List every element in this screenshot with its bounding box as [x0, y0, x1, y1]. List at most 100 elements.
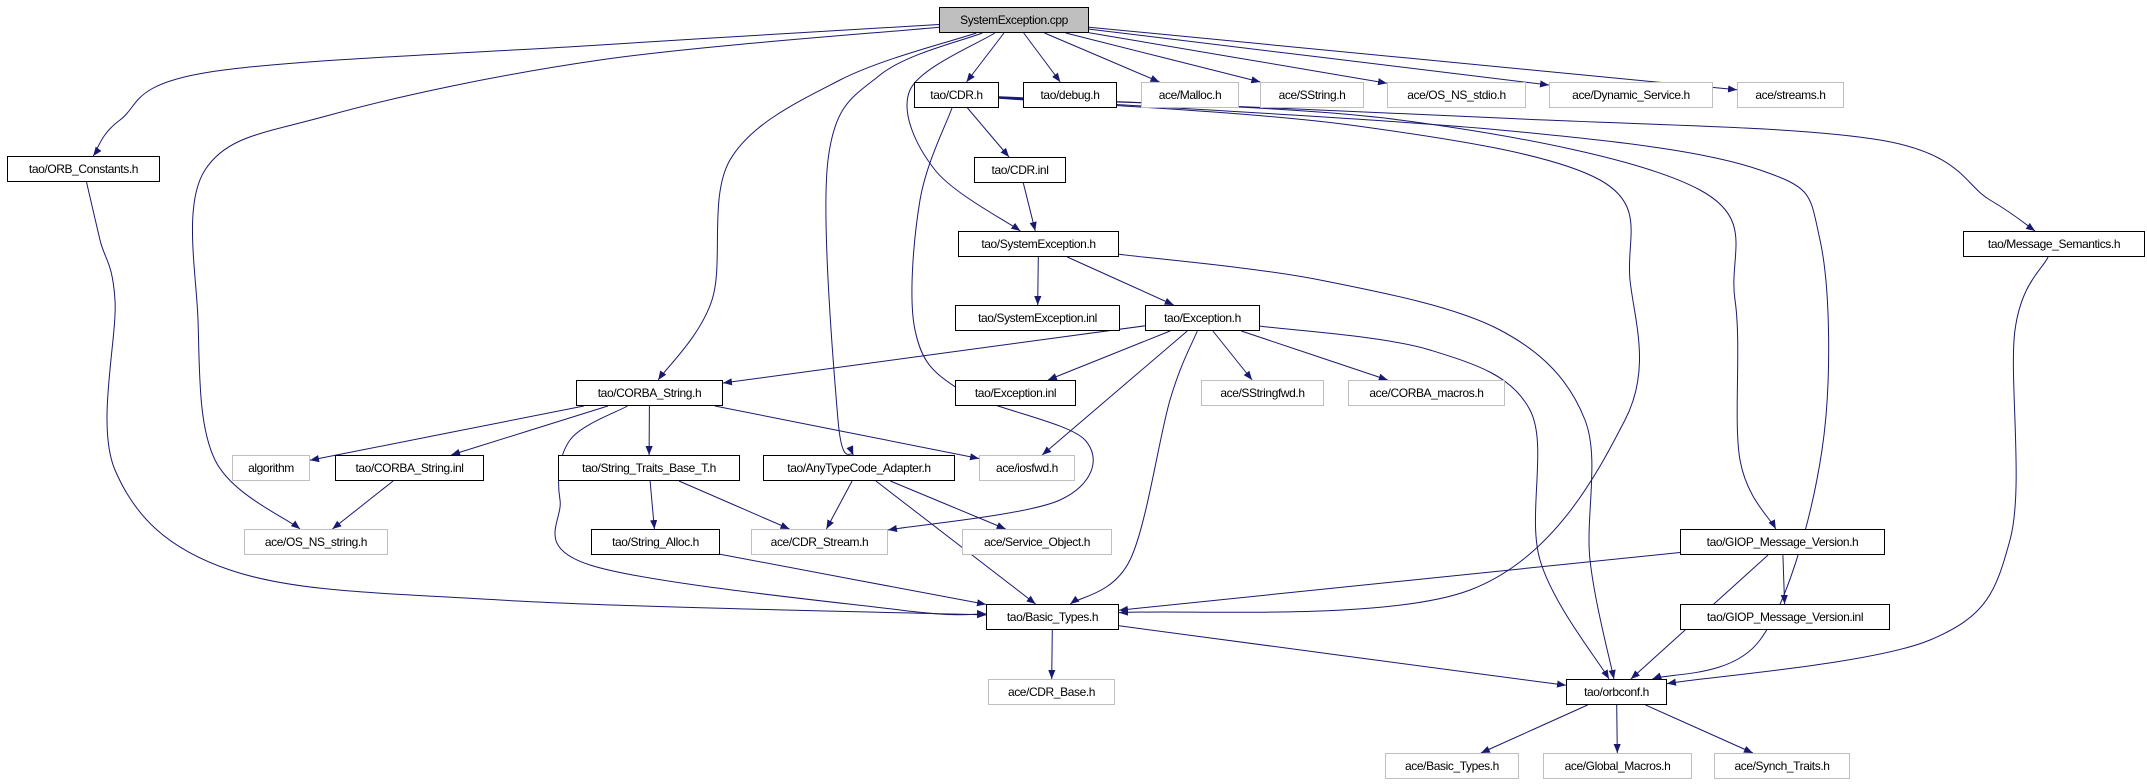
node-label: algorithm	[248, 461, 294, 475]
node-label: ace/iosfwd.h	[996, 461, 1058, 475]
edge-corba-string-h-to-corba-string-inl	[450, 405, 609, 456]
edge-exception-h-to-exception-inl	[1047, 330, 1171, 381]
edge-cpp-to-debug	[1023, 32, 1061, 83]
node-label: ace/SString.h	[1278, 88, 1346, 102]
node-os-ns-string[interactable]: ace/OS_NS_string.h	[244, 529, 388, 555]
node-label: tao/GIOP_Message_Version.h	[1706, 535, 1859, 549]
node-label: tao/AnyTypeCode_Adapter.h	[787, 461, 931, 475]
edge-cpp-to-os-ns-string	[191, 26, 940, 530]
node-synch-traits[interactable]: ace/Synch_Traits.h	[1714, 753, 1850, 779]
node-label: tao/ORB_Constants.h	[28, 162, 139, 176]
node-label: tao/SystemException.h	[981, 237, 1096, 251]
node-label: ace/Malloc.h	[1158, 88, 1222, 102]
edge-msg-sem-to-orbconf	[1666, 256, 2049, 686]
edge-cpp-to-malloc	[1044, 32, 1160, 83]
edge-cpp-to-orb-constants	[92, 24, 940, 157]
node-service-object[interactable]: ace/Service_Object.h	[962, 529, 1112, 555]
node-cdr-inl[interactable]: tao/CDR.inl	[974, 157, 1066, 183]
edge-sysexc-h-to-exception-h	[1067, 256, 1174, 306]
node-orbconf[interactable]: tao/orbconf.h	[1566, 679, 1667, 705]
node-label: tao/Exception.h	[1164, 311, 1241, 325]
node-cdr-base[interactable]: ace/CDR_Base.h	[988, 679, 1115, 705]
node-label: tao/Basic_Types.h	[1006, 610, 1099, 624]
edge-corba-string-inl-to-os-ns-string	[332, 480, 394, 530]
node-string-alloc[interactable]: tao/String_Alloc.h	[591, 529, 720, 555]
node-label: tao/CORBA_String.h	[597, 386, 702, 400]
node-sysexc-h[interactable]: tao/SystemException.h	[958, 231, 1119, 257]
edge-corba-string-h-to-basic-types	[554, 405, 987, 618]
node-label: ace/CORBA_macros.h	[1369, 386, 1484, 400]
node-msg-sem[interactable]: tao/Message_Semantics.h	[1963, 231, 2145, 257]
node-label: ace/Basic_Types.h	[1405, 759, 1499, 773]
node-label: tao/CDR.inl	[991, 163, 1049, 177]
node-label: ace/Global_Macros.h	[1564, 759, 1671, 773]
edge-orbconf-to-global-macros	[1613, 704, 1621, 754]
node-dynamic-service[interactable]: ace/Dynamic_Service.h	[1549, 82, 1713, 108]
edge-cpp-to-sstring	[1065, 32, 1261, 84]
node-ace-basic-types[interactable]: ace/Basic_Types.h	[1385, 753, 1519, 779]
edge-cpp-to-streams	[1088, 26, 1738, 93]
node-global-macros[interactable]: ace/Global_Macros.h	[1543, 753, 1692, 779]
node-label: tao/Message_Semantics.h	[1987, 237, 2121, 251]
node-cpp[interactable]: SystemException.cpp	[939, 7, 1089, 33]
edge-cpp-to-dynamic-service	[1088, 28, 1550, 88]
edge-string-traits-to-string-alloc	[649, 480, 658, 530]
edge-exception-h-to-corba-macros	[1241, 330, 1388, 381]
node-algorithm[interactable]: algorithm	[232, 455, 310, 481]
node-sysexc-inl[interactable]: tao/SystemException.inl	[955, 305, 1120, 331]
node-sstringfwd[interactable]: ace/SStringfwd.h	[1201, 380, 1324, 406]
node-label: ace/CDR_Base.h	[1007, 685, 1096, 699]
node-os-ns-stdio[interactable]: ace/OS_NS_stdio.h	[1387, 82, 1526, 108]
node-string-traits[interactable]: tao/String_Traits_Base_T.h	[558, 455, 740, 481]
node-corba-macros[interactable]: ace/CORBA_macros.h	[1348, 380, 1505, 406]
node-label: ace/CDR_Stream.h	[770, 535, 869, 549]
edge-cpp-to-anytypecode	[825, 32, 983, 456]
edge-string-alloc-to-basic-types	[719, 553, 987, 607]
node-exception-h[interactable]: tao/Exception.h	[1145, 305, 1260, 331]
node-label: tao/debug.h	[1040, 88, 1100, 102]
node-basic-types[interactable]: tao/Basic_Types.h	[986, 604, 1119, 630]
node-giop-inl[interactable]: tao/GIOP_Message_Version.inl	[1680, 604, 1890, 630]
node-label: ace/Synch_Traits.h	[1734, 759, 1830, 773]
edge-anytypecode-to-cdr-stream	[825, 480, 853, 530]
edge-basic-types-to-cdr-base	[1048, 629, 1056, 680]
edge-string-traits-to-cdr-stream	[678, 480, 790, 530]
edge-cdr-h-to-msg-sem	[998, 96, 2036, 232]
node-label: ace/SStringfwd.h	[1220, 386, 1305, 400]
node-anytypecode[interactable]: tao/AnyTypeCode_Adapter.h	[763, 455, 955, 481]
node-label: SystemException.cpp	[960, 13, 1068, 27]
node-label: tao/Exception.inl	[974, 386, 1057, 400]
edge-giop-h-to-giop-inl	[1780, 554, 1788, 605]
edge-exception-h-to-corba-string-h	[722, 325, 1146, 386]
node-label: ace/streams.h	[1755, 88, 1826, 102]
node-debug[interactable]: tao/debug.h	[1023, 82, 1117, 108]
node-orb-constants[interactable]: tao/ORB_Constants.h	[7, 156, 160, 182]
node-streams[interactable]: ace/streams.h	[1737, 82, 1844, 108]
edge-orb-constants-to-basic-types	[86, 181, 987, 619]
node-label: tao/CORBA_String.inl	[355, 461, 464, 475]
node-label: tao/String_Traits_Base_T.h	[582, 461, 716, 475]
node-cdr-stream[interactable]: ace/CDR_Stream.h	[751, 529, 888, 555]
node-giop-h[interactable]: tao/GIOP_Message_Version.h	[1680, 529, 1885, 555]
edge-corba-string-h-to-algorithm	[309, 405, 584, 463]
node-cdr-h[interactable]: tao/CDR.h	[914, 82, 999, 108]
node-label: tao/orbconf.h	[1584, 685, 1649, 699]
node-label: tao/String_Alloc.h	[612, 535, 699, 549]
edge-cdr-inl-to-sysexc-h	[1022, 182, 1037, 232]
edge-exception-h-to-sstringfwd	[1212, 330, 1253, 381]
edge-cpp-to-corba-string-h	[657, 32, 977, 381]
node-corba-string-inl[interactable]: tao/CORBA_String.inl	[335, 455, 484, 481]
edge-giop-h-to-basic-types	[1118, 552, 1681, 613]
node-corba-string-h[interactable]: tao/CORBA_String.h	[576, 380, 723, 406]
edge-sysexc-h-to-sysexc-inl	[1034, 256, 1042, 306]
edge-exception-h-to-orbconf	[1259, 325, 1610, 680]
node-malloc[interactable]: ace/Malloc.h	[1141, 82, 1239, 108]
node-sstring[interactable]: ace/SString.h	[1260, 82, 1364, 108]
edge-cdr-h-to-cdr-inl	[967, 107, 1010, 158]
node-label: tao/CDR.h	[930, 88, 983, 102]
edge-cpp-to-os-ns-stdio	[1088, 32, 1388, 86]
edge-basic-types-to-orbconf	[1118, 625, 1567, 688]
node-label: ace/OS_NS_stdio.h	[1407, 88, 1506, 102]
node-exception-inl[interactable]: tao/Exception.inl	[955, 380, 1076, 406]
node-iosfwd[interactable]: ace/iosfwd.h	[979, 455, 1075, 481]
